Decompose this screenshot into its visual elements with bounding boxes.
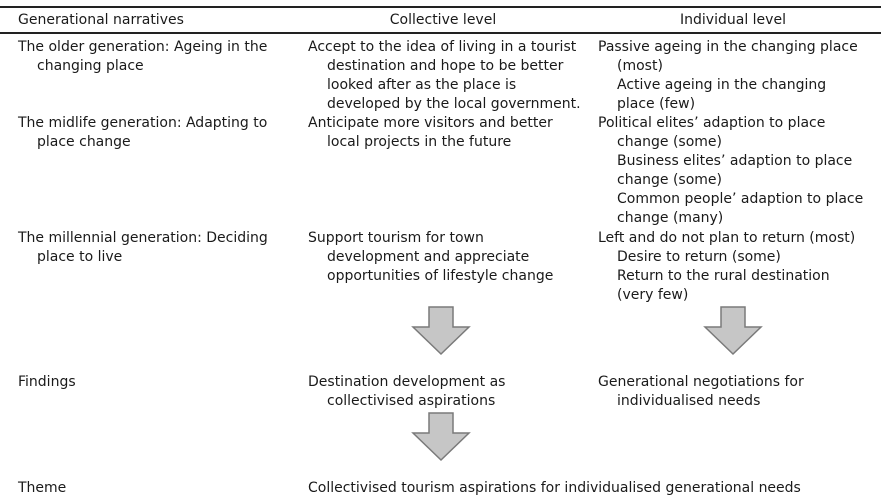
text-line: change (some) bbox=[617, 134, 723, 150]
text-line: changing place bbox=[37, 58, 144, 74]
text-line: developed by the local government. bbox=[327, 96, 581, 112]
header-collective: Collective level bbox=[389, 12, 497, 28]
text-line: local projects in the future bbox=[327, 134, 512, 150]
text-line: Left and do not plan to return (most) bbox=[598, 230, 856, 246]
text-line: change (many) bbox=[617, 210, 724, 226]
text-line: looked after as the place is bbox=[327, 77, 517, 93]
text-line: place to live bbox=[37, 249, 123, 265]
down-arrow-icon bbox=[411, 306, 471, 356]
findings-label: Findings bbox=[18, 374, 76, 390]
text-line: The older generation: Ageing in the bbox=[18, 39, 268, 55]
narrative-cell: The older generation: Ageing in the chang… bbox=[18, 38, 267, 76]
text-line: Accept to the idea of living in a touris… bbox=[308, 39, 577, 55]
text-line: opportunities of lifestyle change bbox=[327, 268, 554, 284]
narrative-cell: The millennial generation: Deciding place… bbox=[18, 229, 268, 267]
individual-cell: Passive ageing in the changing place (mos… bbox=[598, 38, 858, 114]
text-line: The millennial generation: Deciding bbox=[18, 230, 268, 246]
text-line: Business elites’ adaption to place bbox=[617, 153, 853, 169]
text-line: Common people’ adaption to place bbox=[617, 191, 864, 207]
individual-cell: Political elites’ adaption to place chang… bbox=[598, 114, 863, 228]
text-line: (most) bbox=[617, 58, 663, 74]
collective-cell: Anticipate more visitors and better local… bbox=[308, 114, 553, 152]
header-individual: Individual level bbox=[680, 12, 786, 28]
down-arrow-icon bbox=[703, 306, 763, 356]
text-line: place change bbox=[37, 134, 131, 150]
header-narratives: Generational narratives bbox=[18, 12, 184, 28]
collective-cell: Support tourism for town development and … bbox=[308, 229, 553, 286]
text-line: change (some) bbox=[617, 172, 723, 188]
text-line: place (few) bbox=[617, 96, 696, 112]
theme-label: Theme bbox=[18, 480, 67, 496]
text-line: Support tourism for town bbox=[308, 230, 484, 246]
individual-cell: Left and do not plan to return (most) Des… bbox=[598, 229, 855, 305]
text-line: Passive ageing in the changing place bbox=[598, 39, 858, 55]
text-line: Active ageing in the changing bbox=[617, 77, 827, 93]
text-line: Return to the rural destination bbox=[617, 268, 830, 284]
text-line: Desire to return (some) bbox=[617, 249, 781, 265]
text-line: (very few) bbox=[617, 287, 689, 303]
text-line: Anticipate more visitors and better bbox=[308, 115, 553, 131]
text-line: The midlife generation: Adapting to bbox=[18, 115, 268, 131]
top-rule bbox=[0, 6, 881, 8]
text-line: destination and hope to be better bbox=[327, 58, 564, 74]
theme-text: Collectivised tourism aspirations for in… bbox=[308, 480, 801, 496]
header-rule bbox=[0, 32, 881, 34]
down-arrow-icon bbox=[411, 412, 471, 462]
narrative-cell: The midlife generation: Adapting to place… bbox=[18, 114, 267, 152]
text-line: development and appreciate bbox=[327, 249, 530, 265]
collective-cell: Accept to the idea of living in a touris… bbox=[308, 38, 581, 114]
text-line: Political elites’ adaption to place bbox=[598, 115, 826, 131]
